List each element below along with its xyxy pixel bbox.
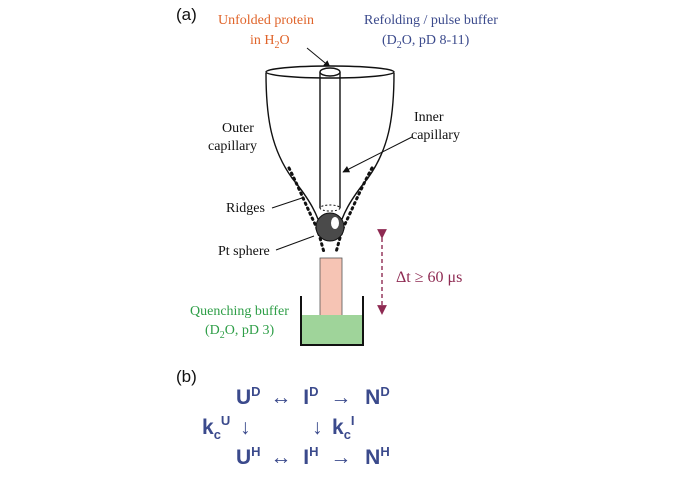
unfolded-protein-label: Unfolded protein bbox=[218, 13, 314, 28]
pt-sphere-label: Pt sphere bbox=[218, 244, 270, 259]
scheme-kc-right: kcI bbox=[332, 413, 355, 442]
quench-buffer-label: Quenching buffer bbox=[190, 304, 289, 319]
scheme-down-left: ↓ bbox=[240, 416, 251, 439]
scheme-kc-left: kcU bbox=[202, 413, 230, 442]
ridges-pointer bbox=[271, 197, 303, 209]
jet-column bbox=[319, 257, 343, 317]
inner-capillary-bottom bbox=[319, 204, 341, 212]
ridge-right bbox=[334, 166, 374, 254]
ridges-label: Ridges bbox=[226, 201, 265, 216]
state-u-d: U bbox=[236, 386, 251, 409]
outer-capillary-label: Outer bbox=[222, 121, 254, 136]
scheme-row-1: UD ↔ ID → ND bbox=[236, 378, 390, 409]
panel-b-label: (b) bbox=[176, 367, 197, 386]
outer-capillary-label-2: capillary bbox=[208, 139, 257, 154]
pt-sphere-pointer bbox=[275, 235, 315, 251]
ridge-left bbox=[287, 166, 326, 254]
pt-sphere-highlight bbox=[331, 217, 339, 229]
quench-vessel bbox=[300, 296, 364, 346]
inner-capillary-label: Inner bbox=[414, 110, 444, 125]
refolding-buffer-label: Refolding / pulse buffer bbox=[364, 13, 498, 28]
inner-capillary-label-2: capillary bbox=[411, 128, 460, 143]
protein-pointer-arrow bbox=[306, 47, 331, 68]
refolding-buffer-label-2: (D2O, pD 8-11) bbox=[382, 33, 470, 51]
panel-a-label: (a) bbox=[176, 5, 197, 24]
quench-buffer-fill bbox=[301, 315, 363, 345]
inner-capillary-pointer bbox=[342, 136, 413, 173]
inner-capillary-top bbox=[319, 67, 341, 77]
scheme-down-right: ↓ bbox=[312, 416, 323, 439]
quench-buffer-label-2: (D2O, pD 3) bbox=[205, 323, 275, 341]
state-u-h: U bbox=[236, 446, 251, 469]
unfolded-protein-label-2: in H2O bbox=[250, 33, 290, 51]
delta-t-label: Δt ≥ 60 μs bbox=[396, 269, 462, 286]
outer-capillary-body bbox=[265, 72, 395, 233]
scheme-row-3: UH ↔ IH → NH bbox=[236, 438, 390, 469]
pt-sphere bbox=[315, 212, 345, 242]
